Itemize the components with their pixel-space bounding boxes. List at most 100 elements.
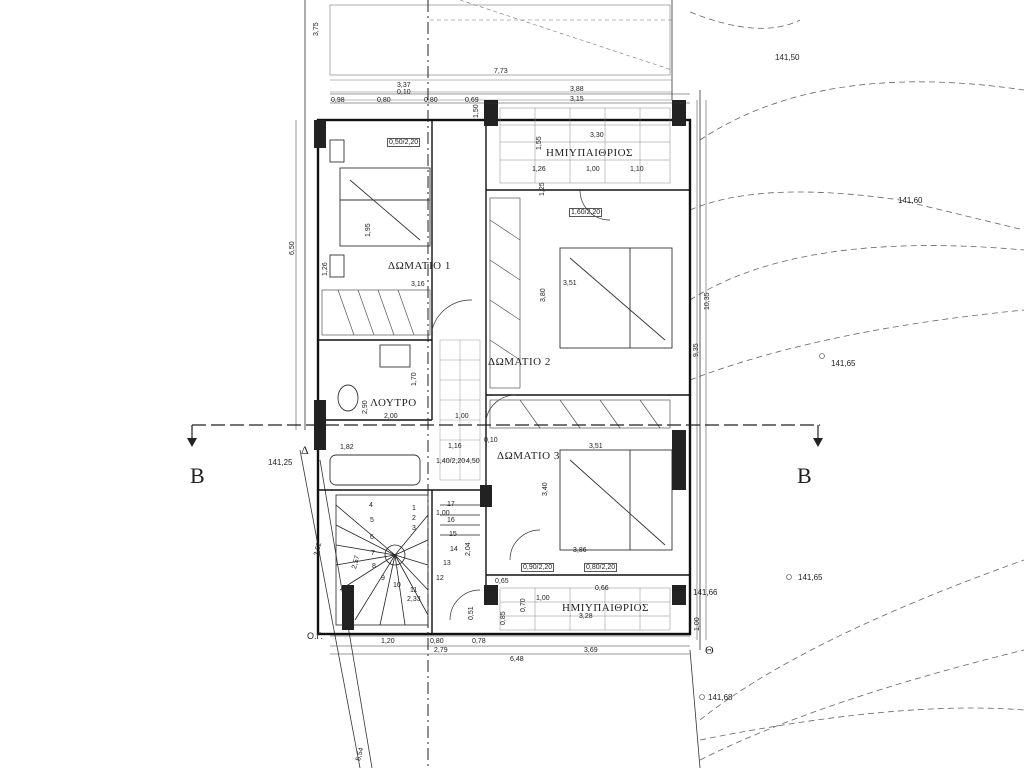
dimension-label: 0,70 [520,598,527,612]
dimension-label: 0,51 [468,606,475,620]
doors [431,189,611,621]
window-tag: 0,90/2,20 [521,563,555,572]
dimension-label: 0,85 [500,611,507,625]
window-tag: 1,60/2,20 [569,208,603,217]
dimension-label: 6,48 [510,656,524,663]
dimension-label: 3,51 [563,280,577,287]
room-label-veranda-top: ΗΜΙΥΠΑΙΘΡΙΟΣ [546,147,633,159]
level-marker [699,694,705,700]
upper-site-grid [329,0,673,101]
dimension-label: 1,00 [455,413,469,420]
stair-number: 10 [393,582,401,589]
dimension-label: 3,86 [573,547,587,554]
dimension-label: 1,00 [586,166,600,173]
dimension-label: 0,80 [424,97,438,104]
level-label: 141,25 [268,458,293,467]
window-tag: 1,40/2,20 [436,458,466,465]
dimension-label: 3,75 [313,22,320,36]
window-tag: 0,50/2,20 [387,138,421,147]
section-label-left: B [190,463,205,488]
exterior-walls [316,118,692,636]
dimension-label: 1,50 [473,104,480,118]
stair-number: 15 [449,531,457,538]
dimension-label: 1,55 [536,136,543,150]
stair-number: 8 [372,563,376,570]
stair-number: 17 [447,501,455,508]
dimension-label: 1,10 [630,166,644,173]
beds [339,167,673,551]
level-label: 141,65 [798,573,823,582]
stair-number: 12 [436,575,444,582]
level-label: 141,60 [898,196,923,205]
dimension-label: 0,80 [430,638,444,645]
wardrobes [321,197,671,429]
room-label-bedroom2: ΔΩΜΑΤΙΟ 2 [488,356,551,368]
dimension-label: 3,28 [579,613,593,620]
site-boundary [299,0,701,768]
level-marker [819,353,825,359]
site-lines [689,11,1024,761]
room-label-veranda-bottom: ΗΜΙΥΠΑΙΘΡΙΟΣ [562,602,649,614]
level-label: 141,68 [708,693,733,702]
dimension-label: 6,50 [289,241,296,255]
dimension-lines [295,93,707,655]
section-arrow-right [813,438,823,447]
wall-hatch [314,100,686,630]
dimension-label: 7,73 [494,68,508,75]
level-marker [786,574,792,580]
level-label: 141,66 [693,588,718,597]
point-label-og: Ο.Γ. [307,631,323,641]
dimension-label: 3,51 [589,443,603,450]
section-arrow-left [187,438,197,447]
window-tag: 4,50 [466,458,480,465]
dimension-label: 1,20 [381,638,395,645]
stair-number: 16 [447,517,455,524]
dimension-label: 2,90 [362,400,369,414]
dimension-label: 0,78 [472,638,486,645]
point-label-theta: Θ [705,643,714,657]
spiral-stair [335,494,480,626]
bath-fixtures [329,139,421,486]
dimension-label: 1,00 [436,510,450,517]
stair-number: 6 [370,534,374,541]
dimension-label: 0,10 [484,437,498,444]
dimension-label: 3,15 [570,96,584,103]
dimension-label: 0,65 [495,578,509,585]
dimension-label: 0,10 [397,89,411,96]
room-label-bedroom3: ΔΩΜΑΤΙΟ 3 [497,450,560,462]
dimension-label: 1,82 [340,444,354,451]
dimension-label: 0,80 [377,97,391,104]
stair-number: 2 [412,515,416,522]
level-label: 141,50 [775,53,800,62]
dimension-label: 2,04 [465,542,472,556]
stair-number: 9 [381,575,385,582]
stair-number: 4 [369,502,373,509]
dimension-label: 3,16 [411,281,425,288]
stair-number: 1 [412,505,416,512]
dimension-label: 2,33 [407,596,421,603]
dimension-label: 1,00 [694,617,701,631]
room-label-bathroom: ΛΟΥΤΡΟ [370,397,417,409]
stair-number: 14 [450,546,458,553]
dimension-label: 1,16 [448,443,462,450]
hall-tiles [439,339,481,481]
dimension-label: 10,35 [704,292,711,310]
window-tag: 0,80/2,20 [584,563,618,572]
dimension-label: 3,40 [542,482,549,496]
dimension-label: 2,00 [384,413,398,420]
veranda-tiles [499,107,671,631]
level-label: 141,65 [831,359,856,368]
stair-number: 5 [370,517,374,524]
point-label-delta: Δ [301,443,309,457]
dimension-label: 1,26 [322,262,329,276]
dimension-label: 1,70 [411,372,418,386]
dimension-label: 3,37 [397,82,411,89]
room-label-bedroom1: ΔΩΜΑΤΙΟ 1 [388,260,451,272]
dimension-label: 3,30 [590,132,604,139]
dimension-label: 3,69 [584,647,598,654]
stair-number: 13 [443,560,451,567]
stair-number: 11 [410,587,418,594]
stair-number: 3 [412,525,416,532]
dimension-label: 1,25 [539,182,546,196]
